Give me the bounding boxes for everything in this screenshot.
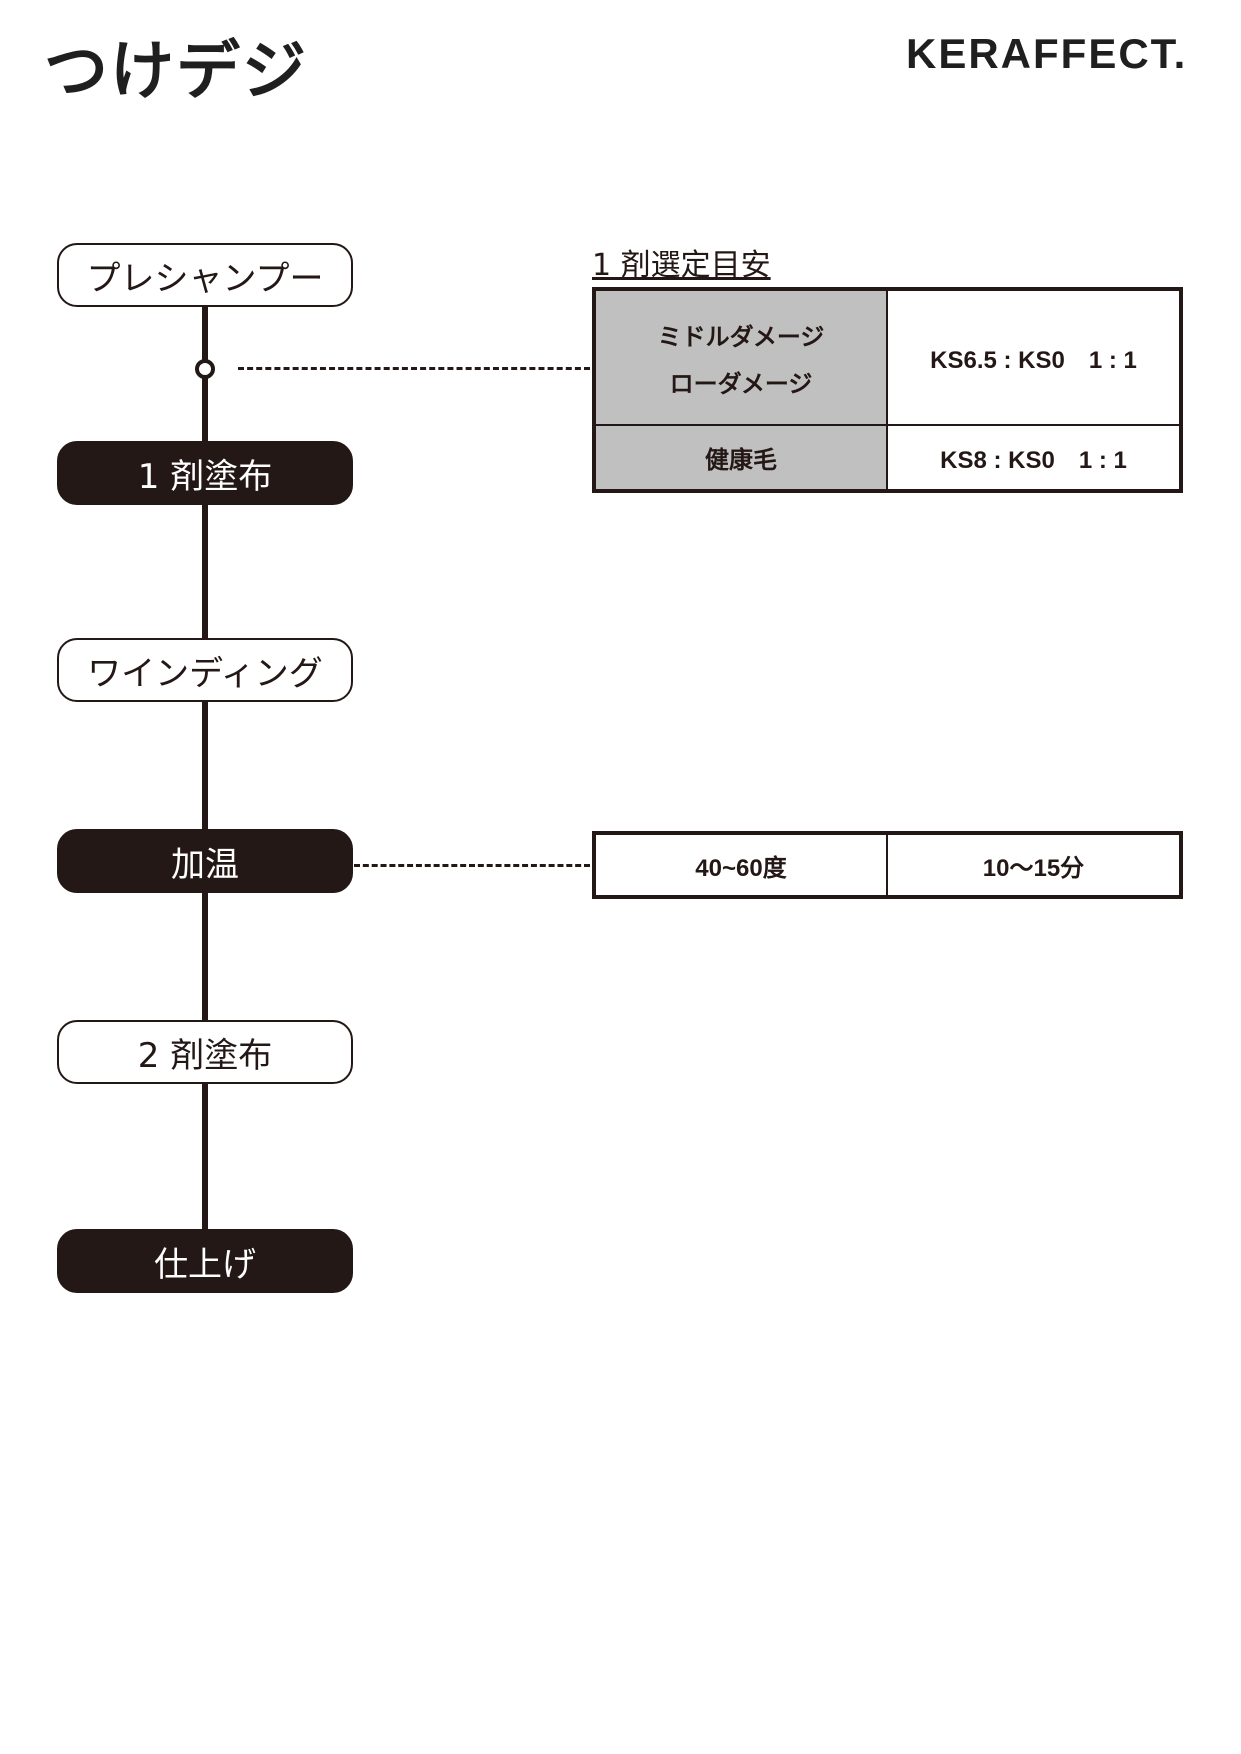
time-cell: 10〜15分 — [886, 832, 1182, 898]
flow-step-second-agent: 2 剤塗布 — [57, 1020, 353, 1084]
condition-cell: ミドルダメージ ローダメージ — [593, 288, 888, 426]
temperature-cell: 40~60度 — [593, 832, 888, 898]
ratio-cell: KS6.5 : KS0 1 : 1 — [886, 288, 1182, 426]
condition-cell: 健康毛 — [593, 424, 888, 492]
flow-step-finish: 仕上げ — [57, 1229, 353, 1293]
brand-logo: KERAFFECT. — [906, 30, 1188, 77]
page-title: つけデジ — [44, 35, 308, 109]
selection-table: ミドルダメージ ローダメージ KS6.5 : KS0 1 : 1 健康毛 KS8… — [592, 287, 1183, 493]
flow-step-pre-shampoo: プレシャンプー — [57, 243, 353, 307]
ratio-cell: KS8 : KS0 1 : 1 — [886, 424, 1182, 492]
dashed-leader-selection — [238, 367, 590, 370]
flow-step-winding: ワインディング — [57, 638, 353, 702]
condition-line: ローダメージ — [669, 370, 813, 398]
condition-line: ミドルダメージ — [657, 323, 825, 351]
table-row: 健康毛 KS8 : KS0 1 : 1 — [593, 424, 1182, 492]
table-row: ミドルダメージ ローダメージ KS6.5 : KS0 1 : 1 — [593, 288, 1182, 426]
flow-step-first-agent: 1 剤塗布 — [57, 441, 353, 505]
selection-table-caption: 1 剤選定目安 — [592, 248, 771, 283]
table-row: 40~60度 10〜15分 — [593, 832, 1182, 898]
branch-node — [195, 359, 215, 379]
flow-connector-line — [202, 306, 208, 1236]
heating-table: 40~60度 10〜15分 — [592, 831, 1183, 899]
flow-step-heating: 加温 — [57, 829, 353, 893]
dashed-leader-heating — [354, 864, 590, 867]
